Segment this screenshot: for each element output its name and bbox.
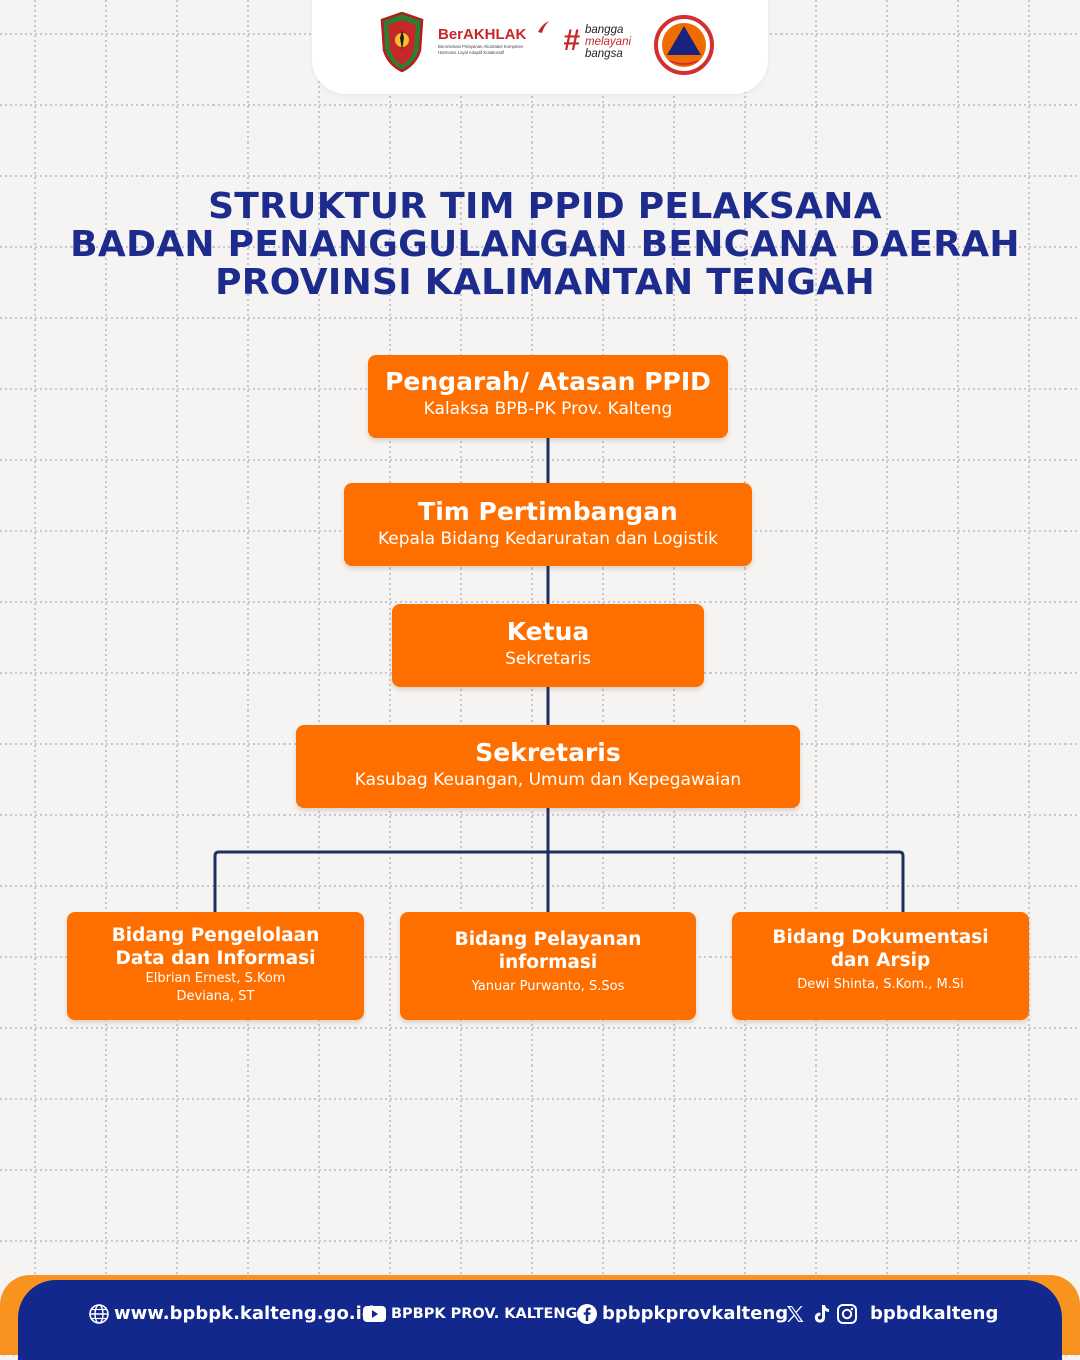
berakhlak-swoosh-icon <box>538 21 549 33</box>
title-line-3: PROVINSI KALIMANTAN TENGAH <box>215 262 875 303</box>
box-tim-pertimbangan: Tim Pertimbangan Kepala Bidang Kedarurat… <box>344 483 752 566</box>
berakhlak-tagline-1: Berorientasi Pelayanan Akuntabel Kompete… <box>438 44 524 49</box>
bidang-1-member-1: Elbrian Ernest, S.Kom <box>145 971 286 986</box>
box-sekretaris: Sekretaris Kasubag Keuangan, Umum dan Ke… <box>296 725 800 808</box>
footer-facebook-text: bpbpkprovkalteng <box>602 1303 789 1324</box>
box-ketua-subtitle: Sekretaris <box>505 649 591 669</box>
footer-facebook[interactable]: bpbpkprovkalteng <box>576 1302 788 1326</box>
box-pengarah-title: Pengarah/ Atasan PPID <box>385 367 711 396</box>
berakhlak-logo: BerAKHLAK Berorientasi Pelayanan Akuntab… <box>438 26 550 66</box>
bidang-3-member-1: Dewi Shinta, S.Kom., M.Si <box>797 977 964 992</box>
instagram-icon <box>837 1304 857 1324</box>
tiktok-icon <box>814 1305 829 1323</box>
bidang-2-title-2: informasi <box>498 952 598 973</box>
box-ketua: Ketua Sekretaris <box>392 604 704 687</box>
bangga-line-1: bangga <box>585 24 624 36</box>
footer-website-text: www.bpbpk.kalteng.go.id <box>114 1303 375 1324</box>
bidang-2-title-1: Bidang Pelayanan <box>454 929 642 950</box>
bidang-1-title-2: Data dan Informasi <box>115 948 316 969</box>
box-sekretaris-subtitle: Kasubag Keuangan, Umum dan Kepegawaian <box>354 770 742 790</box>
hashtag-icon: # <box>563 24 580 57</box>
connector-branch <box>213 850 905 912</box>
bidang-1-title-1: Bidang Pengelolaan <box>111 925 320 946</box>
footer-bar <box>18 1280 1062 1360</box>
footer-social-text: bpbdkalteng <box>870 1303 999 1324</box>
box-bidang-dokumentasi-arsip: Bidang Dokumentasi dan Arsip Dewi Shinta… <box>732 912 1029 1020</box>
bangga-melayani-bangsa-logo: # bangga melayani bangsa <box>563 24 643 64</box>
berakhlak-wordmark: BerAKHLAK <box>438 26 527 43</box>
box-bidang-pelayanan-informasi: Bidang Pelayanan informasi Yanuar Purwan… <box>400 912 696 1020</box>
page-title: STRUKTUR TIM PPID PELAKSANA BADAN PENANG… <box>0 188 1080 302</box>
bangga-line-2: melayani <box>585 36 632 48</box>
footer-website[interactable]: www.bpbpk.kalteng.go.id <box>88 1302 375 1326</box>
box-pengarah-subtitle: Kalaksa BPB-PK Prov. Kalteng <box>423 399 673 419</box>
title-line-1: STRUKTUR TIM PPID PELAKSANA <box>208 186 882 227</box>
bpbd-emblem-icon <box>654 15 714 75</box>
box-sekretaris-title: Sekretaris <box>475 738 621 767</box>
bangga-line-3: bangsa <box>585 48 623 60</box>
footer-social[interactable]: bpbdkalteng <box>784 1302 998 1326</box>
x-twitter-icon <box>787 1306 804 1322</box>
globe-icon <box>89 1304 109 1324</box>
facebook-icon <box>577 1304 597 1324</box>
bidang-3-title-1: Bidang Dokumentasi <box>772 927 989 948</box>
kalteng-emblem-icon <box>380 12 424 72</box>
berakhlak-tagline-2: Harmonis Loyal Adaptif Kolaboratif <box>438 50 504 55</box>
bidang-2-member-1: Yanuar Purwanto, S.Sos <box>471 979 625 994</box>
footer-youtube-text: BPBPK PROV. KALTENG <box>391 1306 578 1322</box>
title-line-2: BADAN PENANGGULANGAN BENCANA DAERAH <box>70 224 1020 265</box>
youtube-icon <box>363 1306 386 1322</box>
box-pertimbangan-title: Tim Pertimbangan <box>418 497 678 526</box>
box-ketua-title: Ketua <box>506 617 590 646</box>
box-pertimbangan-subtitle: Kepala Bidang Kedaruratan dan Logistik <box>377 529 719 549</box>
box-pengarah: Pengarah/ Atasan PPID Kalaksa BPB-PK Pro… <box>368 355 728 438</box>
footer-youtube[interactable]: BPBPK PROV. KALTENG <box>362 1302 577 1326</box>
bidang-1-member-2: Deviana, ST <box>176 989 255 1004</box>
bidang-3-title-2: dan Arsip <box>830 950 931 971</box>
box-bidang-pengelolaan-data: Bidang Pengelolaan Data dan Informasi El… <box>67 912 364 1020</box>
